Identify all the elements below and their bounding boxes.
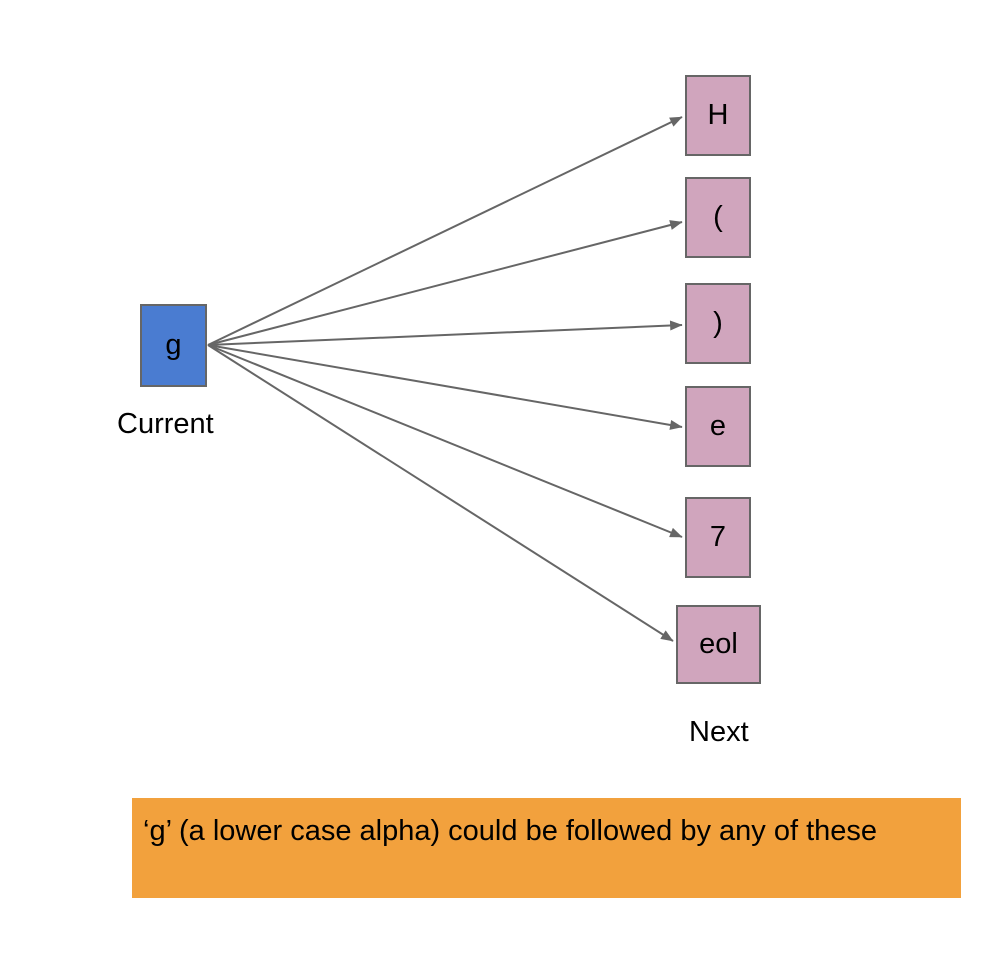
next-node-7: 7 bbox=[685, 497, 751, 578]
next-node-eol: eol bbox=[676, 605, 761, 684]
current-caption: Current bbox=[117, 408, 214, 440]
next-node-open-paren: ( bbox=[685, 177, 751, 258]
next-node-label: ( bbox=[713, 201, 723, 233]
arrow-to-close-paren bbox=[207, 320, 683, 346]
caption-banner: ‘g’ (a lower case alpha) could be follow… bbox=[132, 798, 961, 898]
caption-banner-text: ‘g’ (a lower case alpha) could be follow… bbox=[143, 815, 878, 847]
next-node-label: eol bbox=[699, 628, 738, 660]
arrow-to-open-paren bbox=[207, 220, 683, 346]
next-node-label: e bbox=[709, 410, 727, 442]
next-node-H: H bbox=[685, 75, 751, 156]
arrow-to-eol bbox=[207, 344, 674, 642]
current-node-label: g bbox=[165, 329, 182, 361]
arrow-to-7 bbox=[207, 344, 683, 538]
next-node-e: e bbox=[685, 386, 751, 467]
next-node-label: H bbox=[707, 99, 729, 131]
next-caption: Next bbox=[689, 716, 749, 748]
next-node-label: 7 bbox=[709, 521, 727, 553]
current-node: g bbox=[140, 304, 207, 387]
arrow-to-e bbox=[207, 344, 683, 430]
arrow-to-H bbox=[207, 116, 683, 346]
next-node-label: ) bbox=[713, 307, 723, 339]
next-node-close-paren: ) bbox=[685, 283, 751, 364]
